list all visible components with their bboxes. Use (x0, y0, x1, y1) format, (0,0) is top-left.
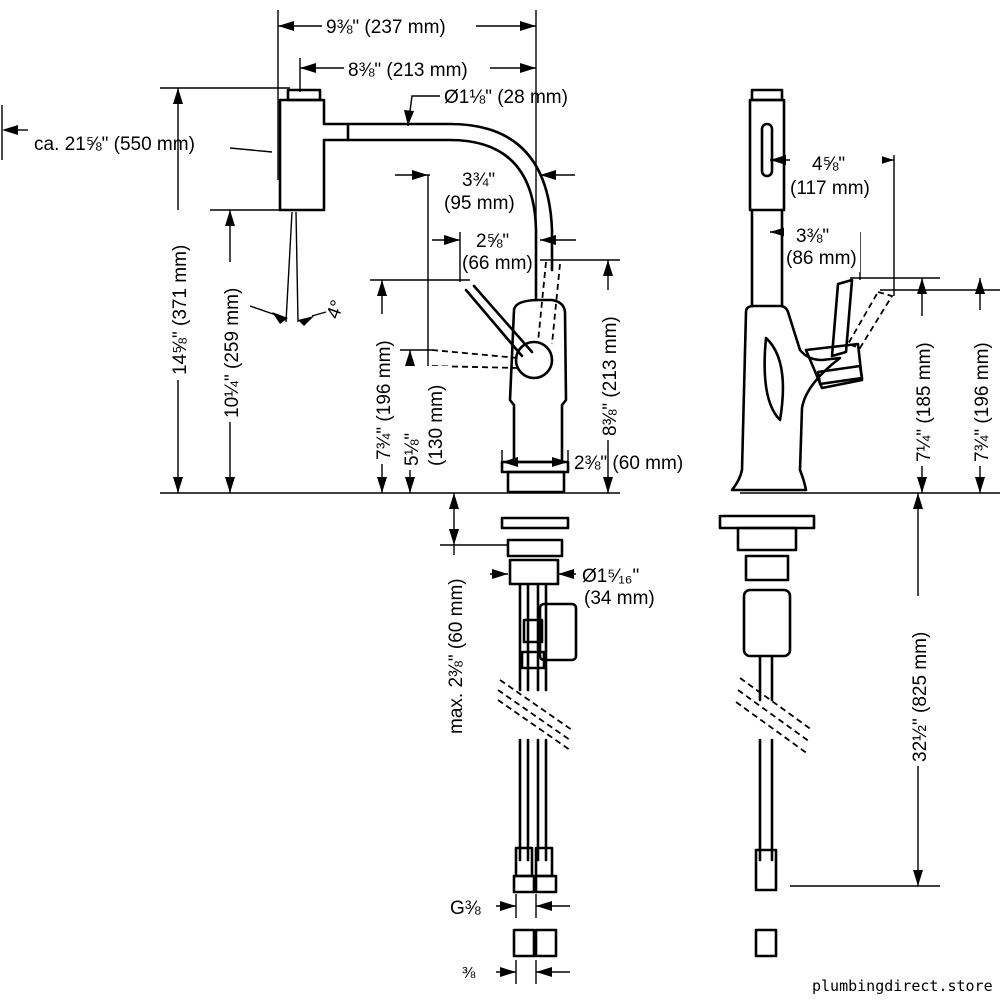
base-diameter-label: 2⅜" (60 mm) (574, 453, 683, 474)
front-check-valve (742, 588, 792, 658)
thread-label: G⅜ (450, 898, 481, 919)
handle-reach-mm-label: (117 mm) (790, 178, 870, 199)
handle-pivot-mm-label: (86 mm) (786, 248, 857, 269)
spout-lower (346, 138, 538, 302)
total-reach-label: 9⅜" (237 mm) (326, 17, 446, 38)
spout-height-label: 10¼" (259 mm) (222, 288, 243, 418)
loose-nut-left (512, 928, 536, 958)
watermark: plumbingdirect.store (812, 977, 993, 995)
front-spray-head (748, 98, 786, 212)
shank-diameter-label-b: (34 mm) (584, 588, 655, 609)
front-view-dimensions: 4⅝" (117 mm) 3⅜" (86 mm) 7¼" (185 mm) 7¾… (740, 150, 1000, 887)
handle-offset-label-b: (66 mm) (462, 253, 533, 274)
total-height-label: 14⅝" (371 mm) (170, 245, 191, 375)
shank-diameter-label-a: Ø1⁵⁄₁₆" (582, 566, 639, 587)
spray-head-cap (286, 88, 322, 102)
supply-length-label: 32½" (825 mm) (910, 632, 931, 762)
lever-height-label-b: (130 mm) (426, 385, 447, 466)
faucet-body (508, 298, 568, 464)
handle-pivot-label: 3⅜" (796, 226, 829, 247)
handle-reach-label: 4⅝" (812, 154, 845, 175)
front-connector-nut (754, 848, 778, 892)
angle-label: 4° (323, 297, 349, 321)
check-valve (538, 602, 578, 662)
nut-label: ⅜ (462, 965, 476, 982)
front-mounting-plate (718, 514, 816, 530)
spout-diameter-label: Ø1⅛" (28 mm) (444, 87, 568, 108)
front-spray-cap (750, 88, 784, 102)
spout-reach-label: 8⅜" (213 mm) (348, 60, 468, 81)
handle-lever (472, 284, 534, 354)
front-faucet-body (730, 304, 842, 492)
hose-extension-label: ca. 21⅝" (550 mm) (34, 134, 195, 155)
pivot-height-label: 7¼" (185 mm) (914, 342, 935, 462)
loose-nut-right (534, 928, 558, 958)
body-height-label: 8⅜" (213 mm) (600, 316, 621, 436)
mounting-nut (506, 538, 564, 558)
handle-hub (514, 340, 554, 380)
connector-nut-left (512, 874, 536, 894)
side-view-dimensions: 9⅜" (237 mm) 8⅜" (213 mm) Ø1⅛" (28 mm) c… (1, 10, 683, 984)
spray-head (278, 98, 350, 212)
deck-thickness-label: max. 2⅜" (60 mm) (446, 578, 467, 734)
mounting-plate (500, 516, 570, 530)
lever-height-label-a: 5⅛" (402, 433, 423, 466)
front-handle-cartridge (804, 342, 864, 390)
handle-offset-label-a: 2⅝" (476, 231, 509, 252)
handle-top-height-label: 7¾" (196 mm) (972, 342, 993, 462)
spout-bend-label-b: (95 mm) (444, 193, 515, 214)
spout-upper (346, 122, 554, 272)
handle-height-label: 7¾" (196 mm) (374, 340, 395, 460)
front-handle-lever (830, 278, 854, 358)
front-view-faucet (718, 88, 894, 958)
connector-nut-right (534, 874, 558, 894)
front-loose-nut (754, 928, 778, 958)
spout-bend-label-a: 3¾" (462, 170, 495, 191)
